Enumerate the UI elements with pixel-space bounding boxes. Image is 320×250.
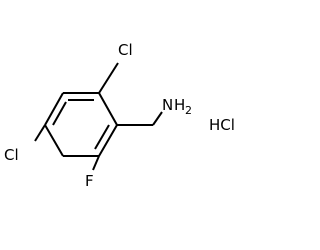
ring-double-bond-right: [94, 124, 110, 150]
atom-label-fluorine: F: [85, 172, 94, 190]
bond-to-cl-top: [98, 62, 119, 94]
amine-n-label: N: [162, 96, 173, 114]
atom-label-amine: N H 2: [162, 96, 192, 117]
ring-double-bond-left: [52, 101, 67, 126]
ring-bond-top-left: [44, 92, 64, 126]
atom-label-cl-top: Cl: [118, 41, 133, 59]
ring-bond-bottom-right: [98, 124, 118, 157]
ring-bond-top-right: [98, 92, 118, 126]
bond-to-fluorine: [92, 155, 100, 171]
amine-subscript: 2: [185, 104, 192, 117]
atom-label-cl-left: Cl: [4, 146, 19, 164]
bond-to-cl-left: [34, 124, 46, 142]
bond-ch2-to-n: [152, 111, 163, 126]
amine-h-label: H: [174, 96, 185, 114]
structure-diagram: Cl Cl F N H 2 HCl: [4, 41, 235, 190]
salt-label-hcl: HCl: [209, 116, 235, 134]
ring-bond-bottom-left: [44, 124, 64, 157]
